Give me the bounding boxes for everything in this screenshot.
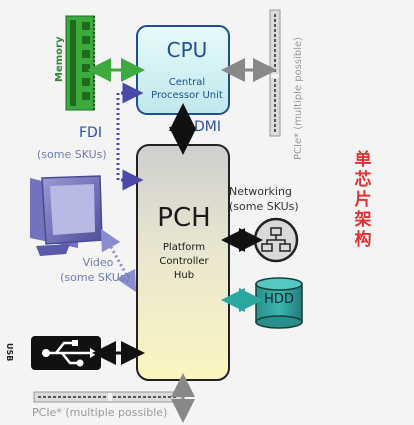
video-label: Video	[82, 256, 114, 269]
cpu-subtitle-line1: Central	[168, 77, 206, 88]
hdd-icon	[255, 277, 303, 329]
pcie-right-label: PCIe* (multiple possible)	[293, 36, 304, 160]
hdd-label: HDD	[264, 292, 294, 307]
cpu-title: CPU	[166, 38, 208, 62]
fdi-label: FDI	[79, 125, 102, 141]
fdi-arrow	[116, 82, 144, 191]
memory-icon	[65, 15, 95, 111]
pcie-bottom-label: PCIe* (multiple possible)	[32, 406, 168, 419]
usb-icon	[31, 336, 101, 370]
cpu-subtitle-line2: Processor Unit	[151, 90, 223, 101]
memory-label: Memory	[54, 36, 65, 82]
pch-subtitle-line1: Platform	[162, 242, 206, 253]
chinese-title: 单芯片架构	[354, 150, 372, 250]
video-note: (some SKUs)	[60, 271, 130, 284]
networking-label: Networking	[229, 185, 292, 198]
pch-title: PCH	[157, 203, 211, 233]
pch-subtitle-line3: Hub	[173, 270, 195, 281]
video-arrow	[100, 228, 137, 293]
usb-label: USB	[5, 343, 14, 362]
fdi-note: (some SKUs)	[37, 148, 107, 161]
network-icon	[253, 217, 299, 263]
pcie-slot-bottom-icon	[33, 391, 183, 403]
networking-note: (some SKUs)	[229, 200, 299, 213]
monitor-icon	[30, 175, 103, 256]
dmi-label: DMI	[194, 119, 221, 135]
pcie-slot-right-icon	[269, 9, 281, 137]
pch-subtitle-line2: Controller	[159, 256, 209, 267]
